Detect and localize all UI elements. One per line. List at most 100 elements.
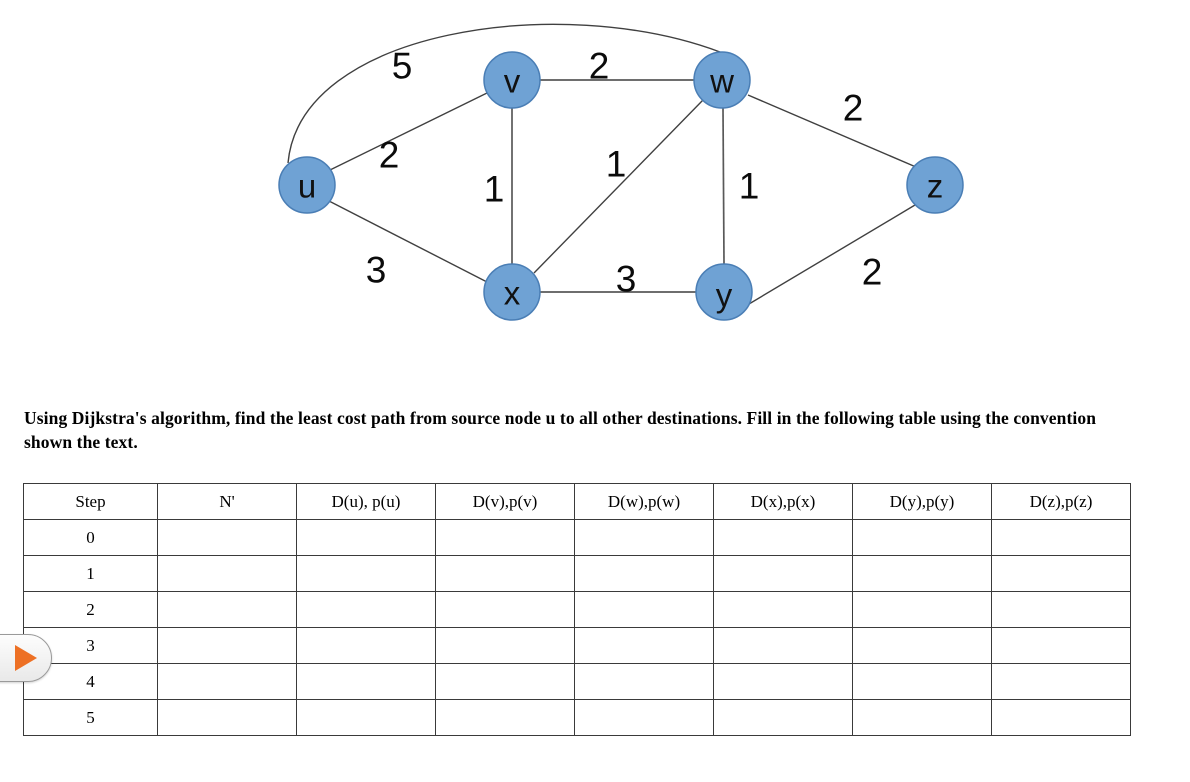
table-row: 5 [23,699,1131,736]
edge-w-z [747,94,917,168]
answer-cell[interactable] [991,519,1131,556]
edge-weight-v-x: 1 [484,169,505,210]
answer-cell[interactable] [713,699,853,736]
node-label-z: z [927,168,944,205]
edge-x-w [533,99,704,274]
node-label-u: u [298,168,316,205]
answer-cell[interactable] [574,519,714,556]
node-circle-u [278,156,336,214]
node-circle-y [695,263,753,321]
table-row: 4 [23,663,1131,700]
edge-weight-x-y: 3 [616,259,637,300]
edge-weight-u-v: 2 [379,135,400,176]
answer-cell[interactable] [296,591,436,628]
node-circle-z [906,156,964,214]
answer-cell[interactable] [296,627,436,664]
dijkstra-table: Step N' D(u), p(u) D(v),p(v) D(w),p(w) D… [23,483,1131,736]
answer-cell[interactable] [435,555,575,592]
answer-cell[interactable] [157,699,297,736]
answer-cell[interactable] [852,699,992,736]
edge-u-x [328,200,488,283]
column-header-dy: D(y),p(y) [852,483,992,520]
edge-w-y [722,107,725,265]
graph-node-y[interactable]: y [695,263,753,321]
graph-svg: u v w x y z 5 2 3 2 1 1 3 1 2 2 [278,23,964,321]
table-row: 0 [23,519,1131,556]
column-header-dv: D(v),p(v) [435,483,575,520]
edge-weight-x-w: 1 [606,144,627,185]
graph-node-x[interactable]: x [483,263,541,321]
node-circle-x [483,263,541,321]
answer-cell[interactable] [852,627,992,664]
answer-cell[interactable] [713,663,853,700]
graph-node-w[interactable]: w [693,51,751,109]
answer-cell[interactable] [991,627,1131,664]
edge-weight-y-z: 2 [862,252,883,293]
column-header-du: D(u), p(u) [296,483,436,520]
node-label-y: y [716,277,733,314]
column-header-dz: D(z),p(z) [991,483,1131,520]
table-row: 2 [23,591,1131,628]
graph-node-u[interactable]: u [278,156,336,214]
edge-weight-u-x: 3 [366,250,387,291]
answer-cell[interactable] [713,627,853,664]
table-header-row: Step N' D(u), p(u) D(v),p(v) D(w),p(w) D… [23,483,1131,520]
node-label-w: w [709,63,734,100]
edge-u-v [329,92,488,171]
answer-cell[interactable] [435,663,575,700]
answer-cell[interactable] [852,591,992,628]
edge-weight-v-w: 2 [589,46,610,87]
answer-cell[interactable] [435,591,575,628]
answer-cell[interactable] [296,555,436,592]
answer-cell[interactable] [157,663,297,700]
answer-cell[interactable] [574,627,714,664]
answer-cell[interactable] [713,555,853,592]
answer-cell[interactable] [852,519,992,556]
answer-cell[interactable] [574,555,714,592]
graph-node-v[interactable]: v [483,51,541,109]
column-header-dw: D(w),p(w) [574,483,714,520]
answer-cell[interactable] [991,591,1131,628]
answer-cell[interactable] [296,699,436,736]
question-prompt: Using Dijkstra's algorithm, find the lea… [24,408,1097,452]
answer-cell[interactable] [852,555,992,592]
answer-cell[interactable] [852,663,992,700]
answer-cell[interactable] [574,699,714,736]
answer-cell[interactable] [435,627,575,664]
step-cell: 2 [23,591,158,628]
column-header-dx: D(x),p(x) [713,483,853,520]
answer-cell[interactable] [713,591,853,628]
play-icon [15,645,37,671]
answer-cell[interactable] [574,591,714,628]
edge-y-z [748,204,916,305]
graph-diagram: u v w x y z 5 2 3 2 1 1 3 1 2 2 [0,0,1190,390]
table-row: 1 [23,555,1131,592]
answer-cell[interactable] [435,699,575,736]
answer-cell[interactable] [991,555,1131,592]
answer-cell[interactable] [296,663,436,700]
answer-cell[interactable] [157,555,297,592]
node-circle-w [693,51,751,109]
answer-cell[interactable] [991,699,1131,736]
answer-cell[interactable] [157,591,297,628]
answer-cell[interactable] [574,663,714,700]
answer-cell[interactable] [296,519,436,556]
answer-cell[interactable] [157,519,297,556]
edge-weight-w-y: 1 [739,166,760,207]
graph-node-z[interactable]: z [906,156,964,214]
column-header-nprime: N' [157,483,297,520]
edge-weight-u-w: 5 [392,46,413,87]
column-header-step: Step [23,483,158,520]
answer-cell[interactable] [713,519,853,556]
step-cell: 1 [23,555,158,592]
node-label-x: x [504,275,521,312]
table-row: 3 [23,627,1131,664]
answer-cell[interactable] [991,663,1131,700]
step-cell: 5 [23,699,158,736]
edge-weight-w-z: 2 [843,88,864,129]
node-label-v: v [504,63,521,100]
play-button[interactable] [0,634,52,682]
answer-cell[interactable] [435,519,575,556]
answer-cell[interactable] [157,627,297,664]
step-cell: 0 [23,519,158,556]
